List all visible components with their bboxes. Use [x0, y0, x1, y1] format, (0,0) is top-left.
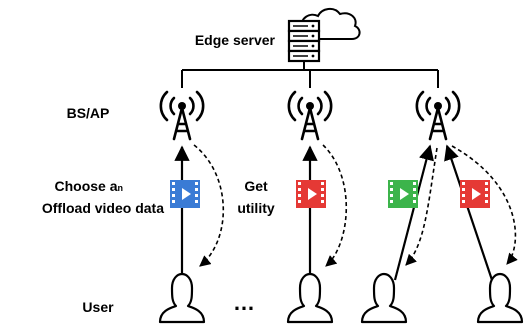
user-icon-1 [158, 272, 206, 324]
user-icon-3 [360, 272, 408, 324]
server-rack-icon [287, 19, 321, 63]
bs-ap-label: BS/AP [67, 105, 110, 121]
bs-ap-tower-1 [159, 90, 205, 141]
get-label: Get [244, 178, 268, 194]
downlink-arrows [193, 144, 518, 267]
user-label: User [82, 299, 114, 315]
user-icon-2 [286, 272, 334, 324]
bs-ap-tower-2 [287, 90, 333, 141]
edge-server-label: Edge server [195, 32, 276, 48]
uplink-arrows [174, 144, 494, 282]
video-file-icon-red [296, 180, 326, 208]
backbone-links [181, 61, 439, 88]
bs-ap-tower-3 [415, 90, 461, 141]
edge-server-icon [287, 8, 361, 63]
video-file-icon-red-2 [460, 180, 490, 208]
video-file-icon-blue [170, 180, 200, 208]
video-file-icon-green [388, 180, 418, 208]
choose-label: Choose an [54, 178, 123, 194]
ellipsis: … [233, 290, 255, 315]
offload-video-data-label: Offload video data [42, 200, 164, 216]
user-icon-4 [476, 272, 524, 324]
utility-label: utility [237, 200, 275, 216]
